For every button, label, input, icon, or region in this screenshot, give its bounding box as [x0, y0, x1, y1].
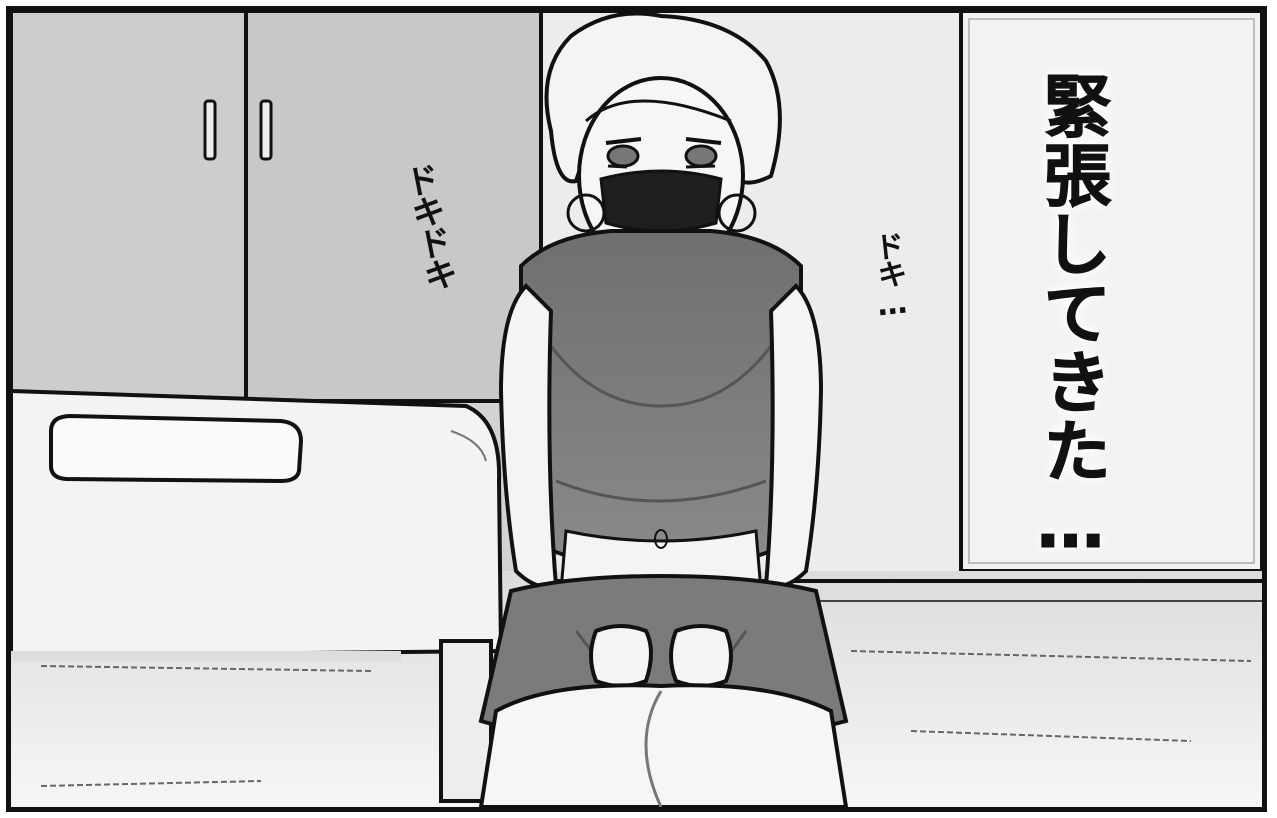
manga-panel: ドキドキ ドキ… 緊張してきた…: [6, 6, 1267, 812]
sound-effect-heartbeat-short: ドキ…: [867, 229, 912, 322]
narration-text: 緊張してきた…: [1031, 71, 1111, 566]
character: [478, 11, 849, 807]
room-scene: [11, 11, 1262, 807]
